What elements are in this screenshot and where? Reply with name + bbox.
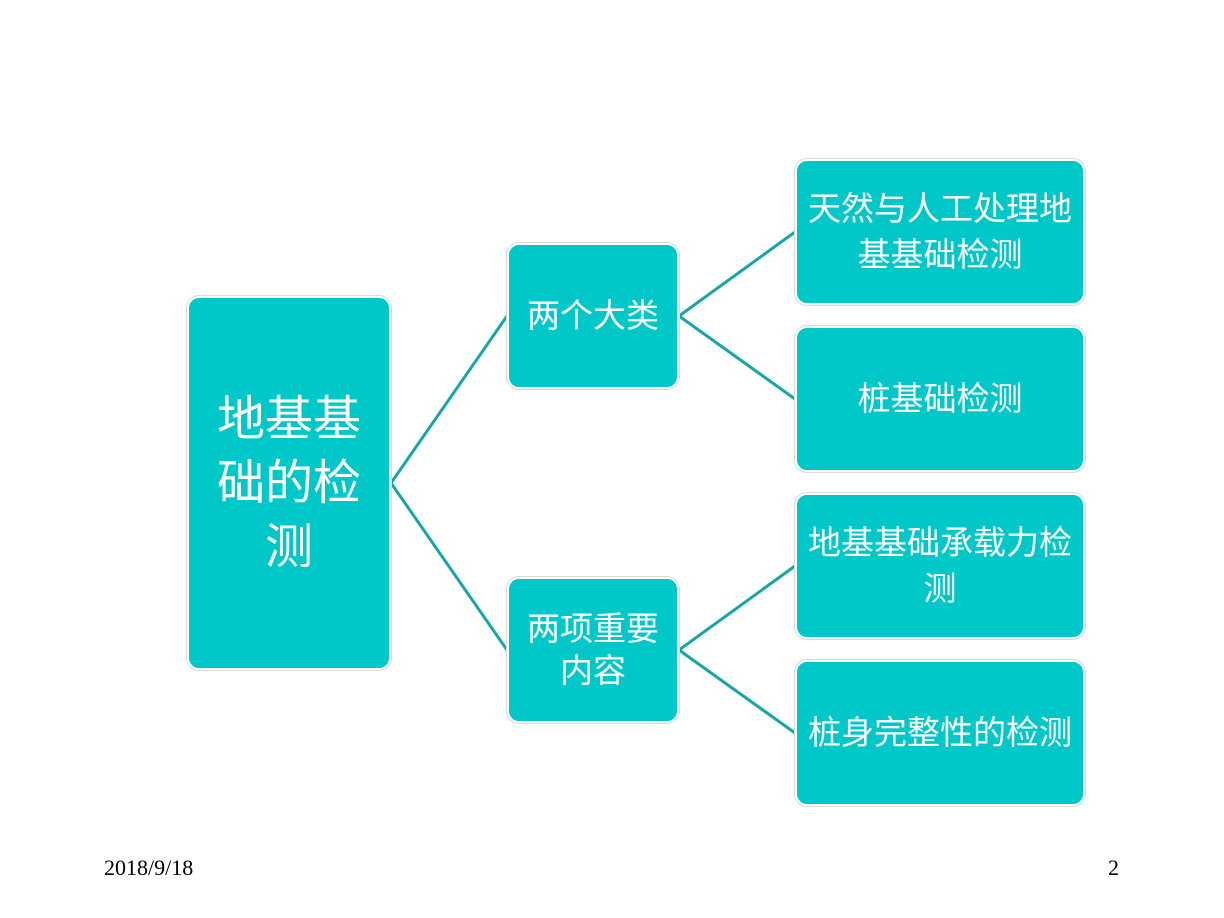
leaf-node-label: 地基基础承载力检测 [808,523,1072,608]
leaf-node-label: 天然与人工处理地基基础检测 [808,189,1072,274]
branch-node-categories: 两个大类 [507,243,679,389]
connector-branch-1-to-leaf-2 [677,314,797,401]
footer-date: 2018/9/18 [104,855,194,880]
leaf-node-pile-integrity: 桩身完整性的检测 [795,660,1085,806]
connector-branch-2-to-leaf-4 [677,648,797,735]
leaf-node-label: 桩身完整性的检测 [808,713,1072,752]
page-number: 2 [1108,855,1119,880]
branch-node-label: 两项重要内容 [527,609,659,690]
connector-root-to-branch-2 [389,481,509,652]
root-node: 地基基础的检测 [187,296,391,670]
root-node-label: 地基基础的检测 [216,391,361,575]
branch-node-label: 两个大类 [527,296,659,335]
connector-branch-2-to-leaf-3 [677,564,797,652]
connector-branch-1-to-leaf-1 [677,230,797,318]
branch-node-key-contents: 两项重要内容 [507,577,679,723]
leaf-node-label: 桩基础检测 [857,379,1023,418]
connector-root-to-branch-1 [389,314,509,485]
leaf-node-natural-treated-foundation: 天然与人工处理地基基础检测 [795,159,1085,305]
leaf-node-bearing-capacity: 地基基础承载力检测 [795,493,1085,639]
leaf-node-pile-foundation: 桩基础检测 [795,326,1085,472]
